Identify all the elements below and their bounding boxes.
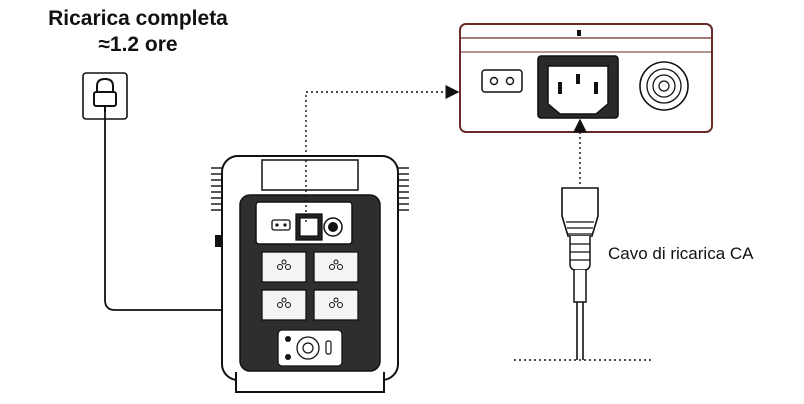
wall-outlet-icon <box>82 72 128 120</box>
power-connector-icon <box>561 187 599 360</box>
power-station <box>211 155 409 393</box>
charging-cable <box>104 112 311 311</box>
ac-cable-label: Cavo di ricarica CA <box>608 244 754 263</box>
charge-title: Ricarica completa <box>48 7 228 30</box>
zoom-leader <box>305 85 460 222</box>
charge-time: ≈1.2 ore <box>98 33 178 56</box>
ac-input-port-icon <box>459 23 713 133</box>
ac-socket-icon <box>261 251 359 321</box>
